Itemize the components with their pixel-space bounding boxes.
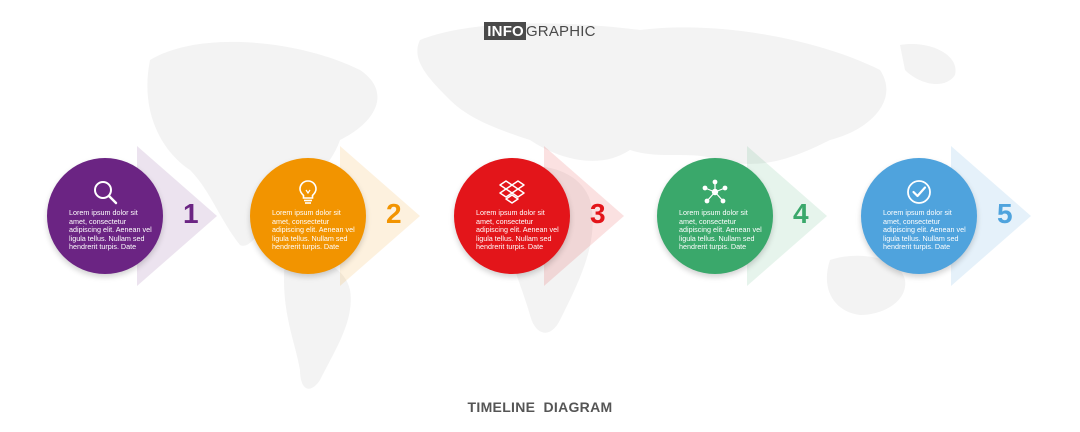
magnifier-icon	[94, 181, 118, 205]
step-number: 2	[386, 198, 402, 229]
step-circle: Lorem ipsum dolor sit amet, consectetur …	[657, 158, 773, 274]
step-description: Lorem ipsum dolor sit amet, consectetur …	[883, 208, 966, 252]
step-description: Lorem ipsum dolor sit amet, consectetur …	[476, 208, 559, 252]
step-number: 4	[793, 198, 809, 229]
step-arrow	[747, 146, 827, 286]
step-arrow	[951, 146, 1031, 286]
timeline-step-5: Lorem ipsum dolor sit amet, consectetur …	[861, 146, 1061, 286]
step-circle: Lorem ipsum dolor sit amet, consectetur …	[250, 158, 366, 274]
step-arrow	[544, 146, 624, 286]
timeline-step-1: Lorem ipsum dolor sit amet, consectetur …	[47, 146, 247, 286]
step-circle: Lorem ipsum dolor sit amet, consectetur …	[861, 158, 977, 274]
check-circle-icon	[907, 180, 931, 204]
step-arrow	[137, 146, 217, 286]
step-description: Lorem ipsum dolor sit amet, consectetur …	[272, 208, 355, 252]
timeline-step-3: Lorem ipsum dolor sit amet, consectetur …	[454, 146, 654, 286]
step-circle: Lorem ipsum dolor sit amet, consectetur …	[47, 158, 163, 274]
step-description: Lorem ipsum dolor sit amet, consectetur …	[69, 208, 152, 252]
lightbulb-icon	[299, 180, 317, 204]
step-number: 1	[183, 198, 199, 229]
step-number: 5	[997, 198, 1013, 229]
step-description: Lorem ipsum dolor sit amet, consectetur …	[679, 208, 762, 252]
step-circle: Lorem ipsum dolor sit amet, consectetur …	[454, 158, 570, 274]
timeline-step-4: Lorem ipsum dolor sit amet, consectetur …	[657, 146, 857, 286]
header-boxed-text: INFO	[484, 22, 526, 40]
diagram-title: TIMELINE DIAGRAM	[467, 399, 613, 415]
header-rest-text: GRAPHIC	[525, 23, 596, 40]
step-arrow	[340, 146, 420, 286]
network-people-icon	[702, 179, 728, 204]
dropbox-icon	[499, 180, 525, 204]
step-number: 3	[590, 198, 606, 229]
timeline-step-2: Lorem ipsum dolor sit amet, consectetur …	[250, 146, 450, 286]
